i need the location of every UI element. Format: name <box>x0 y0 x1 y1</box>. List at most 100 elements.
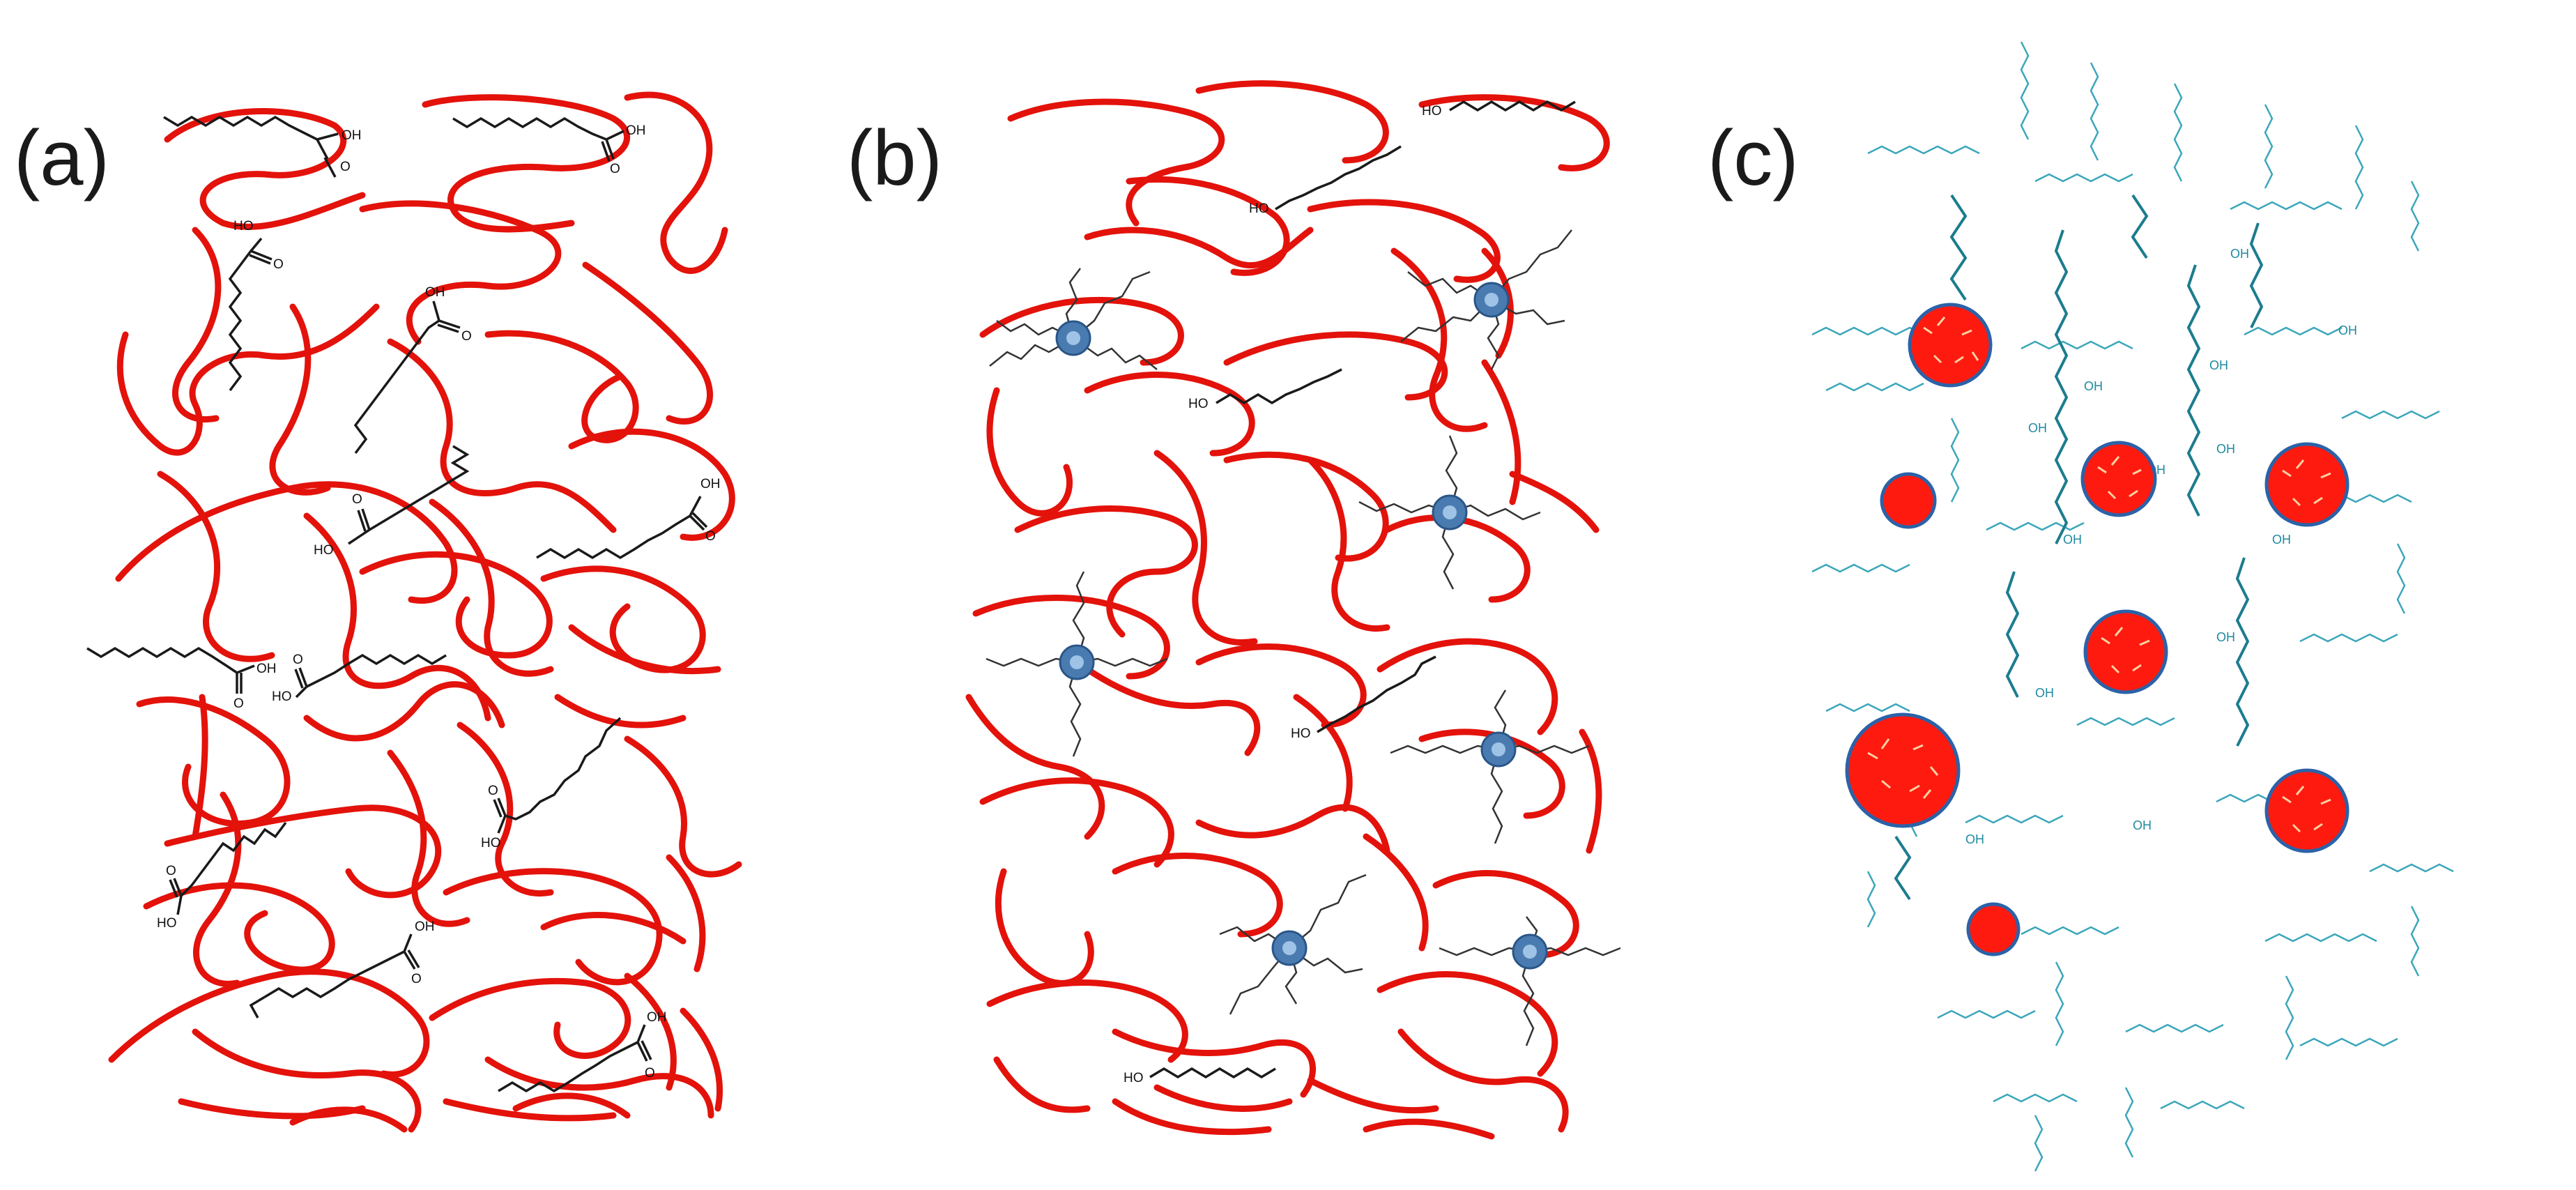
backbone-chain <box>2188 265 2199 516</box>
polymer-chain <box>1366 1122 1492 1136</box>
polymer-chain <box>627 739 739 874</box>
polymer-chain <box>1310 202 1497 280</box>
svg-text:OH: OH <box>2028 421 2047 435</box>
polymer-chain <box>432 981 628 1055</box>
svg-text:OH: OH <box>2216 442 2235 456</box>
network-chain <box>2356 125 2363 209</box>
polymer-chain <box>1199 647 1363 726</box>
polymer-chain <box>1018 509 1195 634</box>
network-chain <box>1868 146 1979 153</box>
nanoparticle <box>2267 770 2347 851</box>
svg-text:HO: HO <box>272 689 292 704</box>
polymer-chain <box>167 808 438 895</box>
polymer-chain <box>998 871 1091 983</box>
svg-text:OH: OH <box>1965 832 1984 846</box>
polymer-chain <box>362 204 558 342</box>
polymer-chain <box>118 485 454 601</box>
network-chain <box>2161 1101 2244 1108</box>
polymer-chain <box>390 342 613 530</box>
svg-text:OH: OH <box>2209 358 2228 372</box>
backbone-chain <box>2133 195 2147 258</box>
polymer-chain <box>1199 807 1387 850</box>
polymer-chain <box>1380 641 1555 732</box>
network-chain <box>2370 864 2453 871</box>
network-chain <box>2126 1025 2223 1032</box>
polymer-chain <box>1582 732 1599 850</box>
polymer-chain <box>175 230 217 420</box>
polymer-chain <box>1387 518 1527 600</box>
network-chain <box>2412 181 2418 251</box>
svg-text:HO: HO <box>1249 201 1269 216</box>
network-chain <box>1986 523 2084 530</box>
network-chain <box>2035 1115 2042 1171</box>
panel-a: (a) <box>14 95 739 1129</box>
polymer-chain <box>1115 1032 1313 1094</box>
fatty-acid-molecule: O HO <box>230 219 284 390</box>
capped-particle <box>1439 917 1620 1046</box>
polymer-chain <box>167 112 362 227</box>
polymer-chain <box>1227 455 1386 558</box>
svg-text:O: O <box>340 160 351 174</box>
svg-text:OH: OH <box>425 285 445 300</box>
polymer-chain <box>307 685 502 738</box>
panel-a-polymer-chains <box>112 95 739 1129</box>
polymer-chain <box>1087 669 1257 753</box>
capped-particle <box>1390 690 1589 844</box>
network-chain <box>2021 42 2028 139</box>
network-chain <box>2286 976 2293 1060</box>
svg-text:OH: OH <box>2063 533 2082 547</box>
polymer-chain <box>1227 335 1445 397</box>
svg-text:OH: OH <box>626 123 646 138</box>
svg-text:HO: HO <box>1188 397 1209 411</box>
panel-c: (c) <box>1708 42 2453 1171</box>
backbone-chain <box>2056 230 2067 544</box>
backbone-chain <box>2007 572 2018 697</box>
network-chain <box>1993 1094 2077 1101</box>
network-chain <box>2035 174 2133 181</box>
svg-text:OH: OH <box>2230 247 2249 261</box>
polymer-chain <box>1310 1081 1436 1111</box>
polymer-chain <box>585 265 710 422</box>
svg-text:O: O <box>705 529 716 544</box>
nanoparticle <box>1847 715 1958 826</box>
polymer-chain <box>1115 856 1280 935</box>
polymer-chain <box>983 781 1171 864</box>
svg-text:HO: HO <box>157 916 177 931</box>
network-chain <box>1868 871 1875 927</box>
network-chain <box>1812 328 1924 335</box>
network-chain <box>2265 105 2272 188</box>
svg-text:O: O <box>488 784 498 798</box>
panel-c-label: (c) <box>1708 114 1799 201</box>
network-chain <box>2230 202 2342 209</box>
polymer-chain <box>1129 179 1287 273</box>
svg-text:OH: OH <box>2338 323 2357 337</box>
nanoparticle <box>2267 444 2347 525</box>
panel-b-polymer-chains <box>969 84 1607 1136</box>
svg-text:HO: HO <box>233 219 254 234</box>
network-chain <box>1826 383 1924 390</box>
polymer-chain <box>627 95 725 270</box>
nanoparticle <box>2085 611 2166 692</box>
polymer-chain <box>1199 84 1386 160</box>
polymer-chain <box>390 753 467 924</box>
nanoparticle <box>1882 474 1935 527</box>
polymer-chain <box>1380 975 1555 1074</box>
panel-b-capped-particles <box>986 230 1620 1046</box>
svg-text:HO: HO <box>314 543 334 558</box>
nanoparticle <box>1910 305 1991 386</box>
polymer-chain <box>273 307 328 492</box>
network-chain <box>2300 1039 2398 1046</box>
polymer-chain <box>112 972 427 1075</box>
network-chain <box>2300 634 2398 641</box>
polymer-chain <box>120 307 376 452</box>
svg-text:O: O <box>610 162 620 176</box>
polymer-chain <box>516 1096 627 1115</box>
svg-text:OH: OH <box>647 1010 667 1025</box>
network-chain <box>2091 63 2098 160</box>
network-chain <box>2056 962 2063 1046</box>
polymer-chain <box>139 700 287 824</box>
panel-a-label: (a) <box>14 114 109 201</box>
svg-text:O: O <box>645 1066 655 1081</box>
polymer-chain <box>1296 697 1349 809</box>
panel-c-hydroxyl-labels: OH OH OH OH OH OH OH OH OH OH OH OH OH <box>1965 247 2357 846</box>
